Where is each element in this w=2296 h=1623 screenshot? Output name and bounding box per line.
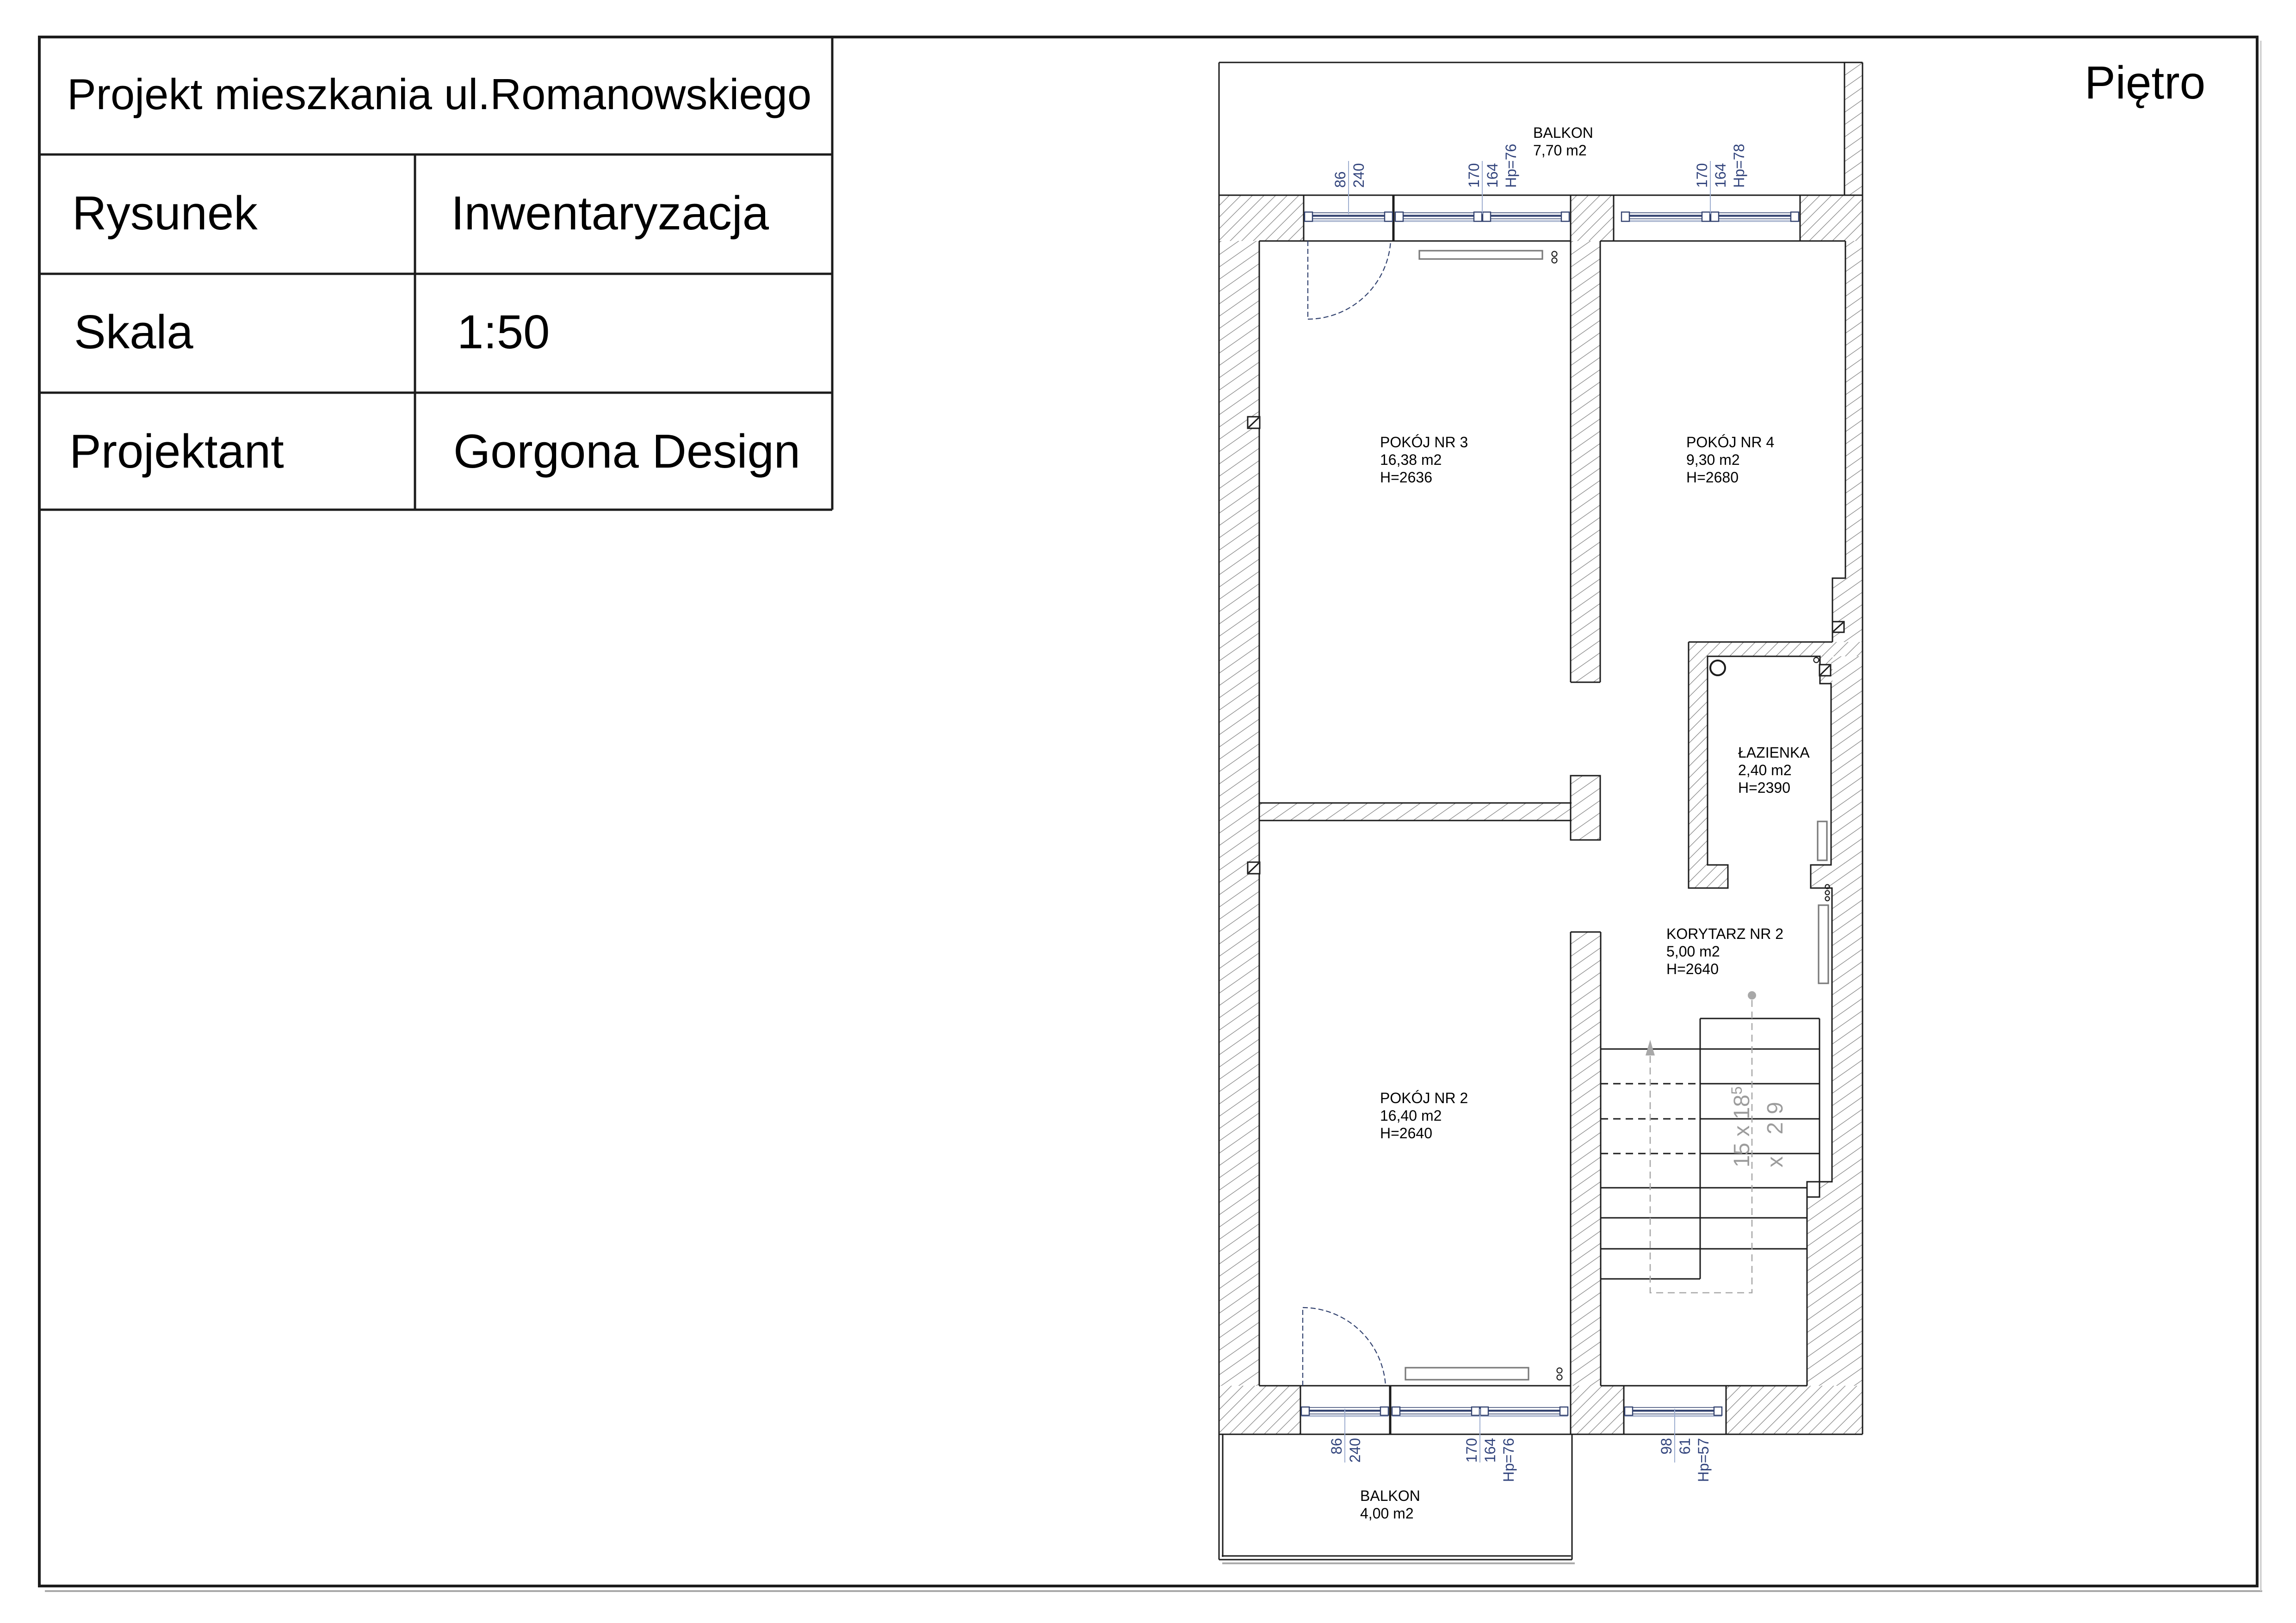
svg-text:Piętro: Piętro [2085,57,2205,109]
svg-text:86: 86 [1328,1438,1345,1455]
svg-text:Hp=78: Hp=78 [1731,144,1747,188]
svg-text:170: 170 [1463,1438,1480,1463]
svg-text:Hp=76: Hp=76 [1500,1438,1517,1482]
svg-text:Projekt mieszkania ul.Romanows: Projekt mieszkania ul.Romanowskiego [67,70,811,118]
svg-text:164: 164 [1484,163,1501,188]
svg-text:POKÓJ NR 216,40 m2H=2640: POKÓJ NR 216,40 m2H=2640 [1380,1090,1468,1142]
svg-text:86: 86 [1332,171,1349,188]
svg-text:15 x 185: 15 x 185 [1728,1086,1754,1167]
svg-text:240: 240 [1350,163,1367,188]
svg-text:Inwentaryzacja: Inwentaryzacja [451,186,769,240]
svg-text:170: 170 [1694,163,1710,188]
svg-text:98: 98 [1658,1438,1675,1455]
svg-text:Skala: Skala [74,305,193,358]
svg-text:61: 61 [1677,1438,1693,1455]
svg-text:POKÓJ NR 49,30 m2H=2680: POKÓJ NR 49,30 m2H=2680 [1686,434,1774,486]
svg-text:KORYTARZ NR 25,00 m2H=2640: KORYTARZ NR 25,00 m2H=2640 [1666,926,1783,977]
svg-text:170: 170 [1466,163,1482,188]
svg-text:x 29: x 29 [1763,1094,1788,1167]
svg-text:Projektant: Projektant [69,425,284,478]
svg-text:240: 240 [1347,1438,1363,1463]
svg-text:Rysunek: Rysunek [72,186,258,240]
svg-text:Hp=57: Hp=57 [1695,1438,1712,1482]
svg-text:1:50: 1:50 [457,305,550,358]
svg-text:Hp=76: Hp=76 [1503,144,1519,188]
svg-text:164: 164 [1712,163,1729,188]
svg-text:Gorgona Design: Gorgona Design [453,425,800,478]
svg-text:164: 164 [1482,1438,1498,1463]
svg-text:POKÓJ NR 316,38 m2H=2636: POKÓJ NR 316,38 m2H=2636 [1380,434,1468,486]
